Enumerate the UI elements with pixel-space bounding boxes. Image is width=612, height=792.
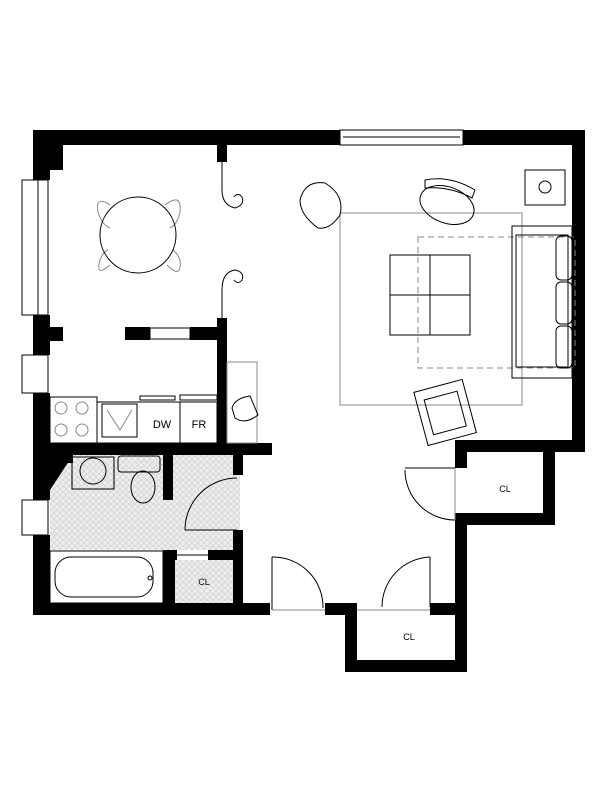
area-rug bbox=[339, 212, 523, 406]
doors bbox=[271, 467, 456, 611]
accent-chair bbox=[413, 378, 478, 447]
living-room bbox=[299, 169, 576, 447]
dining-table bbox=[97, 196, 181, 274]
armchair-icon bbox=[299, 182, 342, 229]
right-closet-label: CL bbox=[499, 484, 511, 494]
lamp-icon bbox=[538, 180, 552, 194]
wall-heater-icon bbox=[231, 395, 259, 422]
ottoman bbox=[389, 254, 471, 336]
windows bbox=[21, 129, 464, 536]
sofa bbox=[511, 225, 573, 379]
entry-closet-label: CL bbox=[403, 632, 415, 642]
kitchen: DW FR bbox=[49, 361, 259, 444]
stove-burners-icon bbox=[54, 401, 89, 437]
room-divider-curtain bbox=[221, 162, 244, 318]
walls bbox=[33, 130, 585, 672]
bath-closet-label: CL bbox=[198, 577, 210, 587]
bathroom: CL bbox=[49, 455, 238, 604]
fridge-label: FR bbox=[192, 419, 207, 431]
side-table bbox=[524, 169, 566, 206]
lounge-chair bbox=[419, 178, 476, 225]
dishwasher-label: DW bbox=[153, 419, 172, 431]
